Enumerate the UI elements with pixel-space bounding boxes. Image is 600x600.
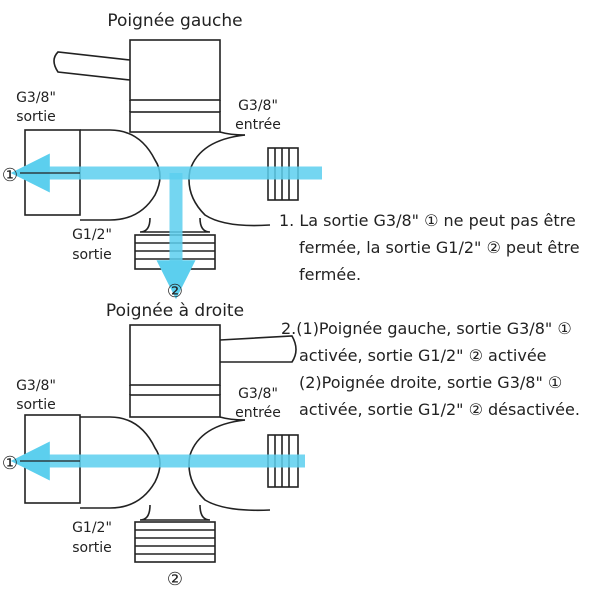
top-bottom-label-2: sortie xyxy=(72,247,112,263)
bottom-in-label-1: G3/8" xyxy=(238,386,278,402)
bottom-in-label-2: entrée xyxy=(235,405,281,421)
note-2-line-1: 2.(1)Poignée gauche, sortie G3/8" ① xyxy=(281,319,572,338)
top-bottom-label-1: G1/2" xyxy=(72,227,112,243)
bottom-bottom-label-1: G1/2" xyxy=(72,520,112,536)
bottom-marker-1: ① xyxy=(2,453,18,474)
top-handle-lever xyxy=(53,51,131,81)
top-handle-cap xyxy=(129,39,221,101)
note-2-line-4: activée, sortie G1/2" ② désactivée. xyxy=(299,400,580,419)
bottom-out-label-2: sortie xyxy=(16,397,56,413)
top-marker-1: ① xyxy=(2,165,18,186)
top-out-label-2: sortie xyxy=(16,109,56,125)
note-2-line-2: activée, sortie G1/2" ② activée xyxy=(299,346,547,365)
bottom-handle-lever xyxy=(219,335,297,363)
top-valve xyxy=(24,39,299,270)
top-in-label-1: G3/8" xyxy=(238,98,278,114)
bottom-title: Poignée à droite xyxy=(106,301,244,321)
top-marker-2: ② xyxy=(167,281,183,302)
bottom-marker-2: ② xyxy=(167,569,183,590)
top-title: Poignée gauche xyxy=(107,11,242,31)
note-1-line-2: fermée, la sortie G1/2" ② peut être xyxy=(299,238,580,257)
bottom-bottom-outlet xyxy=(134,521,216,563)
bottom-handle-cap xyxy=(129,324,221,386)
top-out-label-1: G3/8" xyxy=(16,90,56,106)
note-2: 2.(1)Poignée gauche, sortie G3/8" ① acti… xyxy=(281,315,580,423)
bottom-valve xyxy=(24,324,299,563)
top-flow-arrows xyxy=(10,153,322,300)
note-1-line-1: 1. La sortie G3/8" ① ne peut pas être xyxy=(279,211,576,230)
note-1: 1. La sortie G3/8" ① ne peut pas être fe… xyxy=(279,207,580,288)
bottom-body-top xyxy=(129,394,221,418)
top-body-top xyxy=(129,111,221,133)
bottom-bottom-label-2: sortie xyxy=(72,540,112,556)
top-in-label-2: entrée xyxy=(235,117,281,133)
note-1-line-3: fermée. xyxy=(299,265,362,284)
note-2-line-3: (2)Poignée droite, sortie G3/8" ① xyxy=(299,373,563,392)
bottom-out-label-1: G3/8" xyxy=(16,378,56,394)
